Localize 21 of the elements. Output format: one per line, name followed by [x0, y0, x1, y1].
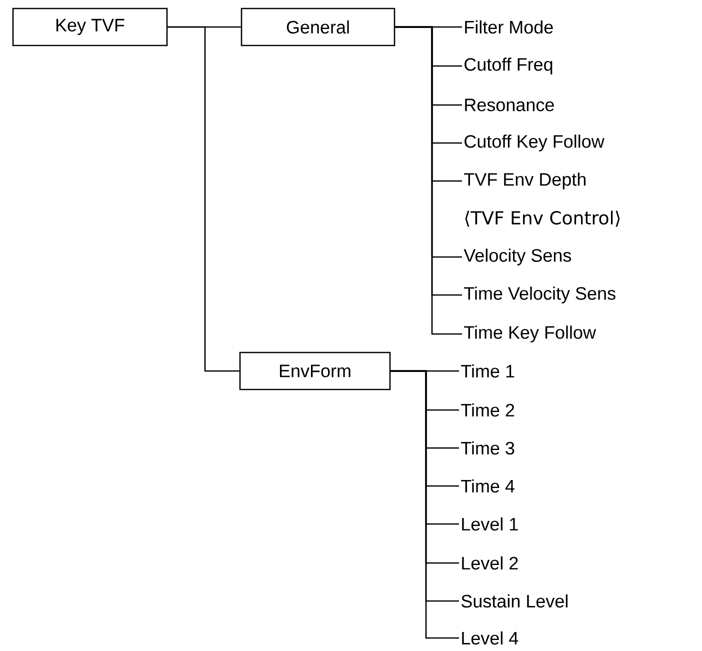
parameter-label: Velocity Sens — [464, 248, 572, 266]
parameter-label: Time 1 — [461, 364, 514, 378]
parameter-label: Level 1 — [462, 517, 518, 531]
menu-box: EnvForm — [239, 352, 391, 390]
menu-box: Key TVF — [12, 8, 168, 46]
parameter-label: Time 2 — [461, 403, 514, 417]
parameter-label: Filter Mode — [465, 20, 553, 34]
parameter-label: Cutoff Key Follow — [464, 134, 604, 152]
parameter-label: Time 4 — [461, 479, 514, 493]
menu-box: General — [240, 8, 396, 46]
parameter-label: Level 2 — [462, 556, 518, 570]
parameter-label: Time 3 — [461, 441, 514, 455]
parameter-label: Time Key Follow — [464, 326, 596, 342]
parameter-label: Cutoff Freq — [464, 58, 552, 74]
parameter-label: Level 4 — [462, 631, 518, 645]
parameter-label: Resonance — [465, 98, 554, 112]
parameter-label: Sustain Level — [461, 594, 568, 608]
note-label: ⟨TVF Env Control⟩ — [465, 210, 620, 227]
parameter-label: Time Velocity Sens — [464, 286, 616, 304]
parameter-label: TVF Env Depth — [464, 172, 586, 190]
connector-line — [168, 26, 240, 372]
